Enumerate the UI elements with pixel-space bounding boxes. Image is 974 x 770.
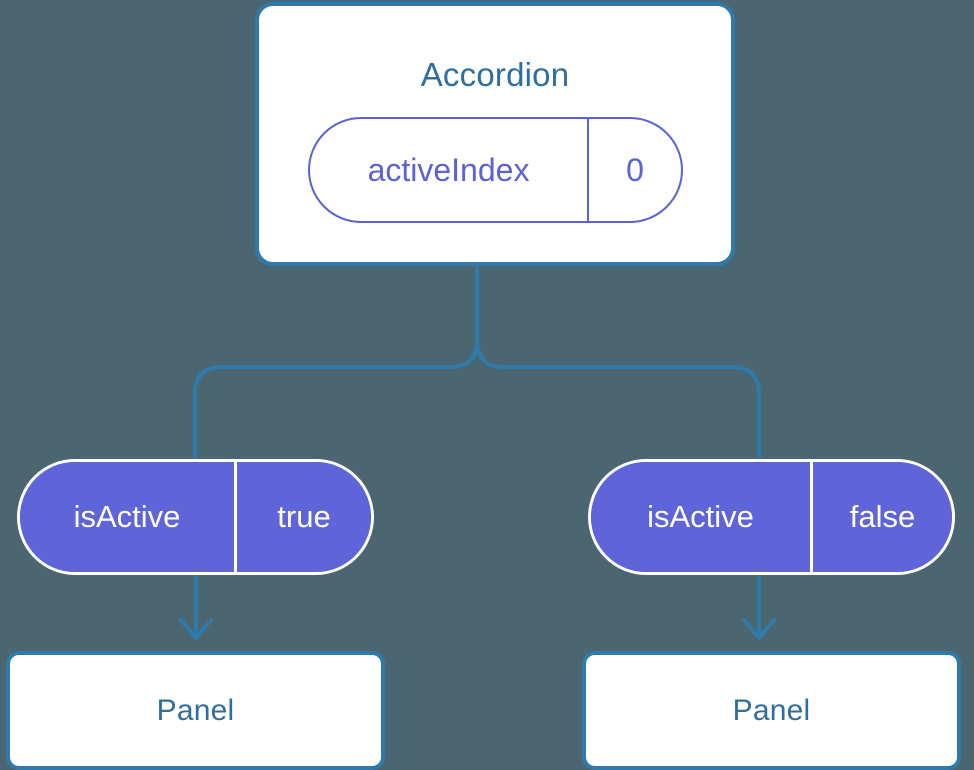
prop-pill-isactive-right[interactable]: isActive false (588, 459, 955, 575)
panel-node-right-label: Panel (732, 693, 811, 727)
connector-branch-right (475, 338, 761, 461)
panel-node-left[interactable]: Panel (6, 651, 385, 770)
prop-pill-isactive-left[interactable]: isActive true (17, 459, 374, 575)
panel-node-right[interactable]: Panel (582, 651, 961, 770)
state-pill-activeindex-value: 0 (626, 151, 644, 188)
panel-node-left-label: Panel (156, 693, 235, 727)
state-pill-activeindex-key: activeIndex (310, 119, 589, 221)
arrow-head-left (179, 618, 213, 640)
connector-branch-left (193, 338, 479, 461)
prop-pill-isactive-right-key: isActive (591, 462, 813, 572)
state-pill-activeindex[interactable]: activeIndex 0 (308, 117, 683, 223)
prop-pill-isactive-right-value: false (813, 462, 952, 572)
prop-pill-isactive-left-key: isActive (20, 462, 237, 572)
accordion-node-label: Accordion (420, 56, 570, 93)
prop-pill-isactive-left-value: true (237, 462, 371, 572)
arrow-head-right (742, 618, 776, 640)
